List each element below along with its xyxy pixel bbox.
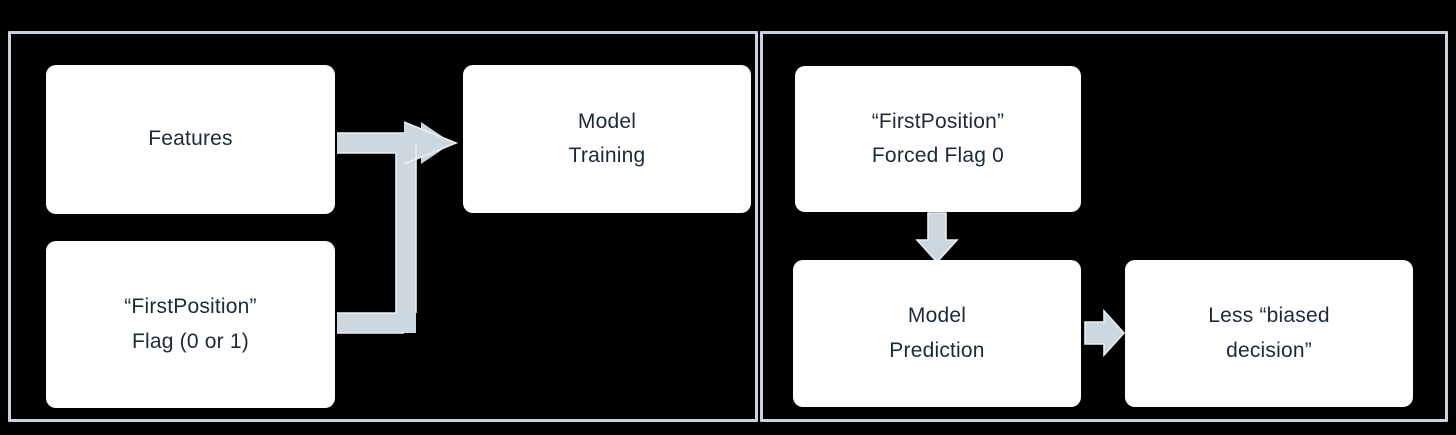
box-model-prediction[interactable]: Model Prediction <box>793 260 1081 407</box>
box-firstposition-flag[interactable]: “FirstPosition” Flag (0 or 1) <box>46 241 335 408</box>
box-less-biased-decision[interactable]: Less “biased decision” <box>1125 260 1413 407</box>
box-firstposition-forced-flag[interactable]: “FirstPosition” Forced Flag 0 <box>795 66 1081 212</box>
training-panel <box>8 31 758 422</box>
inference-panel <box>760 31 1448 422</box>
box-features[interactable]: Features <box>46 65 335 214</box>
box-model-training[interactable]: Model Training <box>463 65 751 213</box>
